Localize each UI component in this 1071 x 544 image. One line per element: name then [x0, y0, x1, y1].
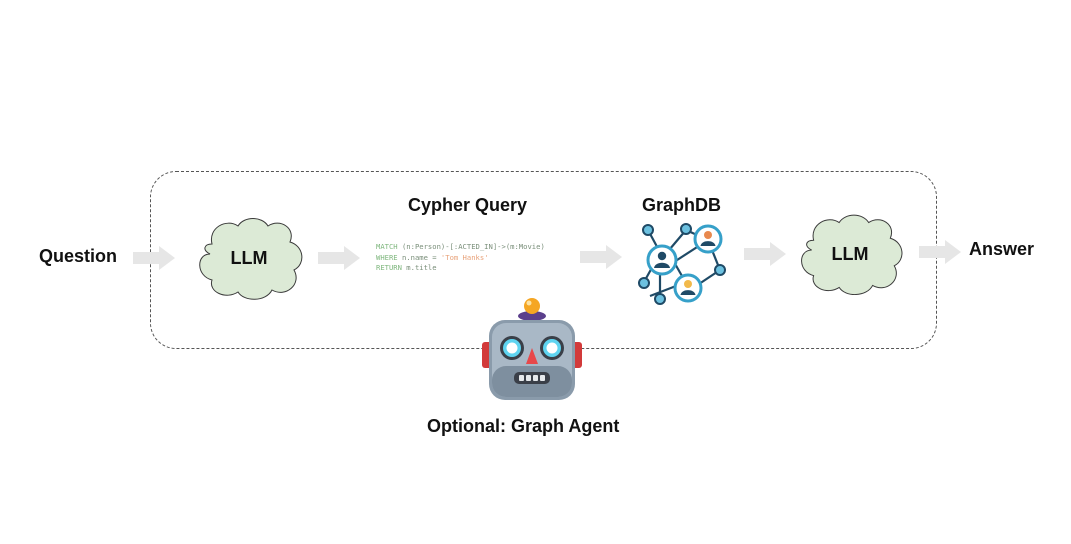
robot-icon [482, 298, 582, 400]
cypher-query-title: Cypher Query [408, 195, 528, 215]
right-arrow-icon [318, 246, 360, 270]
llm-cloud-right: LLM [792, 210, 908, 298]
person-node-icon [646, 244, 678, 276]
person-node-icon [673, 273, 703, 303]
cypher-text: m.title [401, 263, 437, 272]
cypher-keyword: MATCH [376, 242, 398, 251]
right-arrow-icon [580, 245, 622, 269]
cypher-text: n.name = [397, 252, 441, 262]
right-arrow-icon [744, 242, 786, 266]
cypher-keyword: RETURN [376, 263, 402, 272]
question-label: Question [39, 246, 118, 266]
cypher-code-block: MATCH (n:Person)-[:ACTED_IN]->(m:Movie) … [376, 242, 545, 274]
cypher-keyword: WHERE [376, 252, 398, 262]
graphdb-title: GraphDB [642, 195, 722, 215]
right-arrow-icon [919, 240, 961, 264]
right-arrow-icon [133, 246, 175, 270]
cloud-icon [199, 218, 303, 300]
answer-label: Answer [969, 239, 1035, 259]
graph-network-icon [638, 223, 726, 305]
llm-cloud-left: LLM [190, 214, 308, 302]
graph-agent-label: Optional: Graph Agent [427, 416, 620, 436]
cloud-icon [801, 214, 903, 296]
llm-label-right: LLM [831, 243, 869, 264]
cypher-string: 'Tom Hanks' [440, 252, 489, 262]
cypher-text: (n:Person)-[:ACTED_IN]->(m:Movie) [397, 242, 545, 251]
llm-label-left: LLM [230, 247, 268, 268]
person-node-icon [693, 224, 723, 254]
